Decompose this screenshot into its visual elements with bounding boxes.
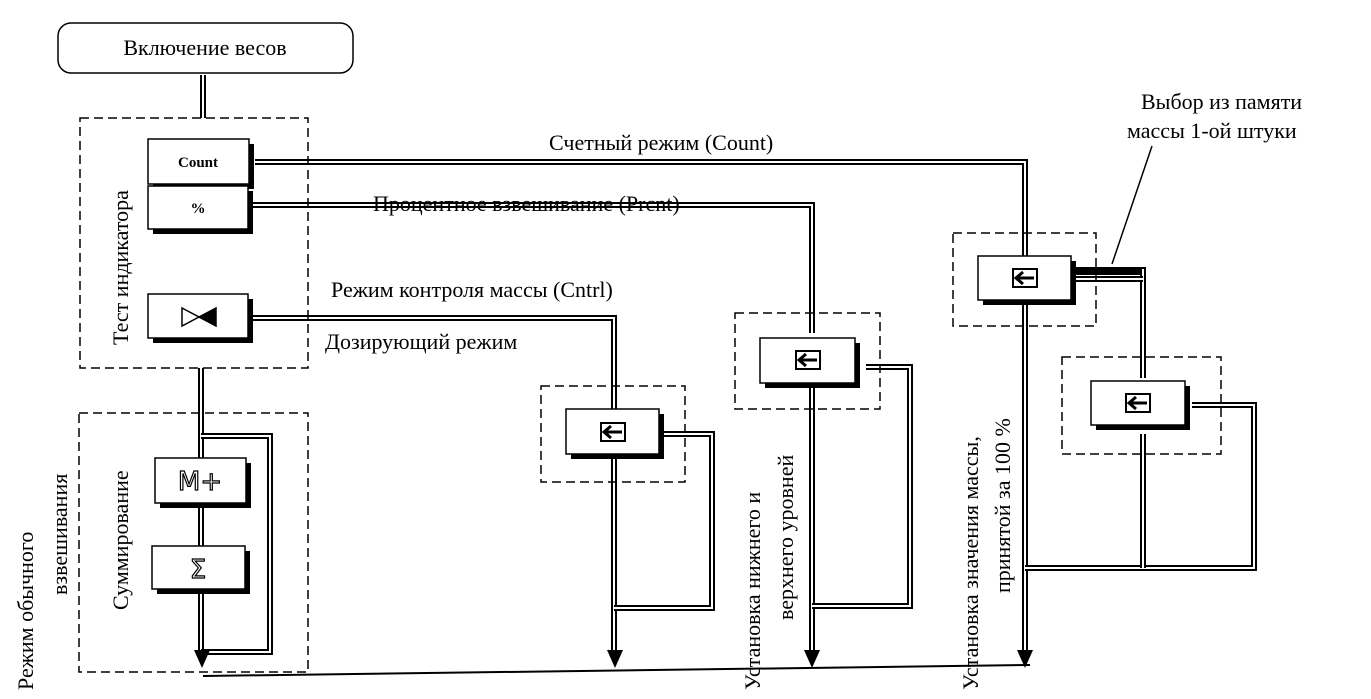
normal-weighing-label-line2: взвешивания <box>47 474 72 595</box>
arrow-left-enter-icon <box>795 350 821 370</box>
sigma-key-label: Σ <box>190 555 206 585</box>
control-mode-label: Режим контроля массы (Cntrl) <box>331 277 613 302</box>
dosing-mode-label: Дозирующий режим <box>325 329 517 354</box>
summation-label: Суммирование <box>108 470 133 610</box>
count-key-label: Count <box>178 155 218 171</box>
test-group-label: Тест индикатора <box>108 190 133 345</box>
percent-key-label: % <box>191 201 206 217</box>
dosing-enter-group <box>540 385 686 483</box>
arrow-down-icon <box>1017 650 1033 668</box>
sigma-key: Σ <box>151 545 250 594</box>
percent-key: % <box>147 185 253 234</box>
arrow-down-icon <box>607 650 623 668</box>
hundred-label-line1: Установка значения массы, <box>958 436 983 690</box>
bottom-bus-line <box>202 664 1031 677</box>
arrow-left-enter-icon <box>600 422 626 442</box>
start-box-label: Включение весов <box>123 35 286 60</box>
callout-line2: массы 1-ой штуки <box>1127 118 1297 143</box>
mplus-key-label: M+ <box>178 467 222 497</box>
start-box: Включение весов <box>57 22 354 74</box>
count-mode-label: Счетный режим (Count) <box>549 130 773 155</box>
test-indicator-group: Тест индикатора <box>79 117 309 369</box>
limits-label-line2: верхнего уровней <box>773 455 798 620</box>
mplus-key: M+ <box>154 457 251 508</box>
count-key: Count <box>147 138 254 189</box>
arrow-down-icon <box>804 650 820 668</box>
limits-enter-group <box>734 312 881 410</box>
arrowheads <box>194 650 1033 668</box>
memory-enter-group <box>1061 356 1222 455</box>
connector-lines <box>198 75 1257 655</box>
summation-group: Суммирование <box>78 412 309 673</box>
memory-callout: Выбор из памяти массы 1-ой штуки <box>1111 89 1302 265</box>
percent-mode-label: Процентное взвешивание (Prcnt) <box>373 191 680 216</box>
arrow-down-icon <box>194 650 210 668</box>
arrow-left-enter-icon <box>1125 393 1151 413</box>
bowtie-valve-icon <box>181 306 217 328</box>
arrow-left-enter-icon <box>1012 268 1038 288</box>
hundred-label-line2: принятой за 100 % <box>990 418 1015 593</box>
control-key <box>147 293 253 343</box>
limits-label-line1: Установка нижнего и <box>740 492 765 690</box>
hundred-enter-group <box>952 232 1097 327</box>
callout-line1: Выбор из памяти <box>1141 89 1302 114</box>
normal-weighing-label-line1: Режим обычного <box>13 532 38 690</box>
